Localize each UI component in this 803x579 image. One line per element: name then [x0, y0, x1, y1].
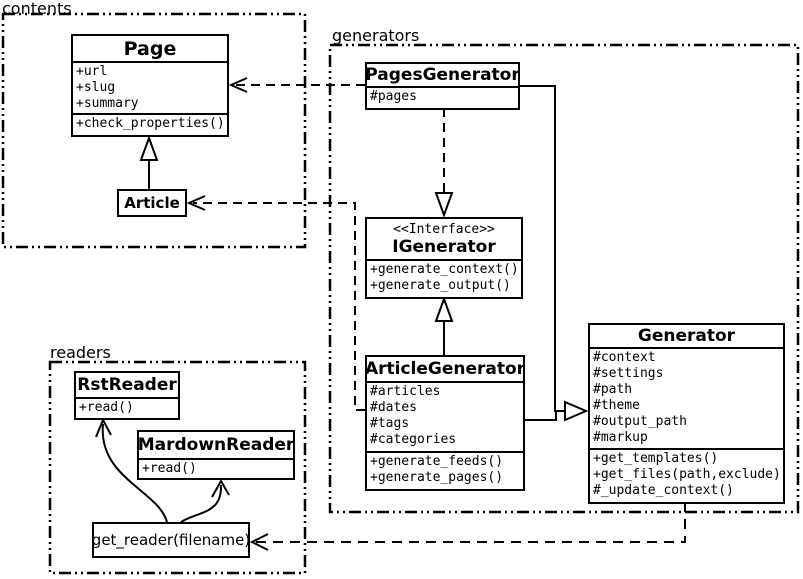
- method: +generate_context(): [370, 262, 519, 277]
- attribute-compartment: +url +slug +summary: [73, 61, 227, 113]
- method-compartment: +read(): [76, 397, 178, 418]
- class-title: Page: [123, 37, 177, 60]
- class-title: MardownReader: [137, 435, 295, 455]
- attribute: +slug: [76, 80, 116, 95]
- attribute: #pages: [370, 89, 417, 104]
- class-title: RstReader: [77, 375, 177, 395]
- class-title: Article: [124, 194, 180, 212]
- articlegenerator-to-igenerator-inheritance-arrow: [434, 296, 454, 355]
- class-box-articlegenerator: ArticleGenerator #articles #dates #tags …: [365, 355, 525, 491]
- attribute: #output_path: [593, 414, 687, 429]
- articlegenerator-to-article-dependency-arrow: [186, 195, 365, 411]
- class-title: <<Interface>> IGenerator: [367, 219, 521, 259]
- attribute-compartment: #articles #dates #tags #categories: [367, 381, 523, 451]
- method-compartment: +get_templates() +get_files(path,exclude…: [590, 448, 783, 502]
- package-border-generators: [328, 43, 800, 514]
- attribute-compartment: #pages: [367, 86, 518, 108]
- class-name: IGenerator: [392, 236, 496, 257]
- method: +get_templates(): [593, 451, 719, 466]
- class-box-mardownreader: MardownReader +read(): [137, 430, 295, 480]
- class-title: ArticleGenerator: [364, 359, 526, 379]
- attribute: +url: [76, 64, 108, 79]
- method: +check_properties(): [76, 116, 225, 131]
- class-box-article: Article: [117, 189, 187, 217]
- attribute: #settings: [593, 366, 664, 381]
- package-label-contents: contents: [2, 0, 72, 18]
- pagesgenerator-to-igenerator-realization-arrow: [434, 108, 454, 218]
- method: +read(): [142, 461, 197, 476]
- class-box-igenerator: <<Interface>> IGenerator +generate_conte…: [365, 217, 523, 299]
- getreader-to-mardownreader-arrow: [180, 478, 230, 523]
- method: +get_files(path,exclude): [593, 467, 781, 482]
- class-box-page: Page +url +slug +summary +check_properti…: [71, 34, 229, 137]
- class-title: Generator: [637, 326, 736, 346]
- getreader-to-rstreader-arrow: [95, 417, 168, 523]
- generator-to-getreader-dependency-arrow: [249, 502, 686, 551]
- method: +generate_pages(): [370, 470, 504, 485]
- attribute-compartment: #context #settings #path #theme #output_…: [590, 347, 783, 448]
- package-border-readers: [48, 360, 307, 575]
- article-to-page-inheritance-arrow: [139, 135, 159, 189]
- method: +generate_output(): [370, 278, 511, 293]
- attribute: #dates: [370, 400, 417, 415]
- pagesgenerator-to-page-dependency-arrow: [228, 77, 365, 93]
- method-compartment: +generate_context() +generate_output(): [367, 259, 521, 297]
- method-compartment: +check_properties(): [73, 113, 227, 135]
- attribute: #tags: [370, 416, 410, 431]
- method: #_update_context(): [593, 483, 734, 498]
- package-label-generators: generators: [332, 26, 420, 45]
- generators-to-generator-inheritance-arrow: [520, 85, 589, 422]
- stereotype-label: <<Interface>>: [393, 221, 495, 237]
- attribute: #theme: [593, 398, 640, 413]
- attribute: #markup: [593, 430, 648, 445]
- class-box-generator: Generator #context #settings #path #them…: [588, 323, 785, 504]
- attribute: +summary: [76, 96, 139, 111]
- attribute: #path: [593, 382, 633, 397]
- class-box-rstreader: RstReader +read(): [74, 371, 180, 420]
- package-label-readers: readers: [50, 343, 111, 362]
- attribute: #categories: [370, 432, 457, 447]
- method: +generate_feeds(): [370, 454, 504, 469]
- method-compartment: +read(): [139, 458, 293, 478]
- class-title: PagesGenerator: [365, 65, 520, 85]
- method: +read(): [79, 400, 134, 415]
- class-box-pagesgenerator: PagesGenerator #pages: [365, 62, 520, 110]
- method-compartment: +generate_feeds() +generate_pages(): [367, 451, 523, 489]
- attribute: #context: [593, 350, 656, 365]
- package-border-contents: [1, 12, 307, 249]
- function-box-get-reader: get_reader(filename): [92, 522, 250, 558]
- attribute: #articles: [370, 384, 441, 399]
